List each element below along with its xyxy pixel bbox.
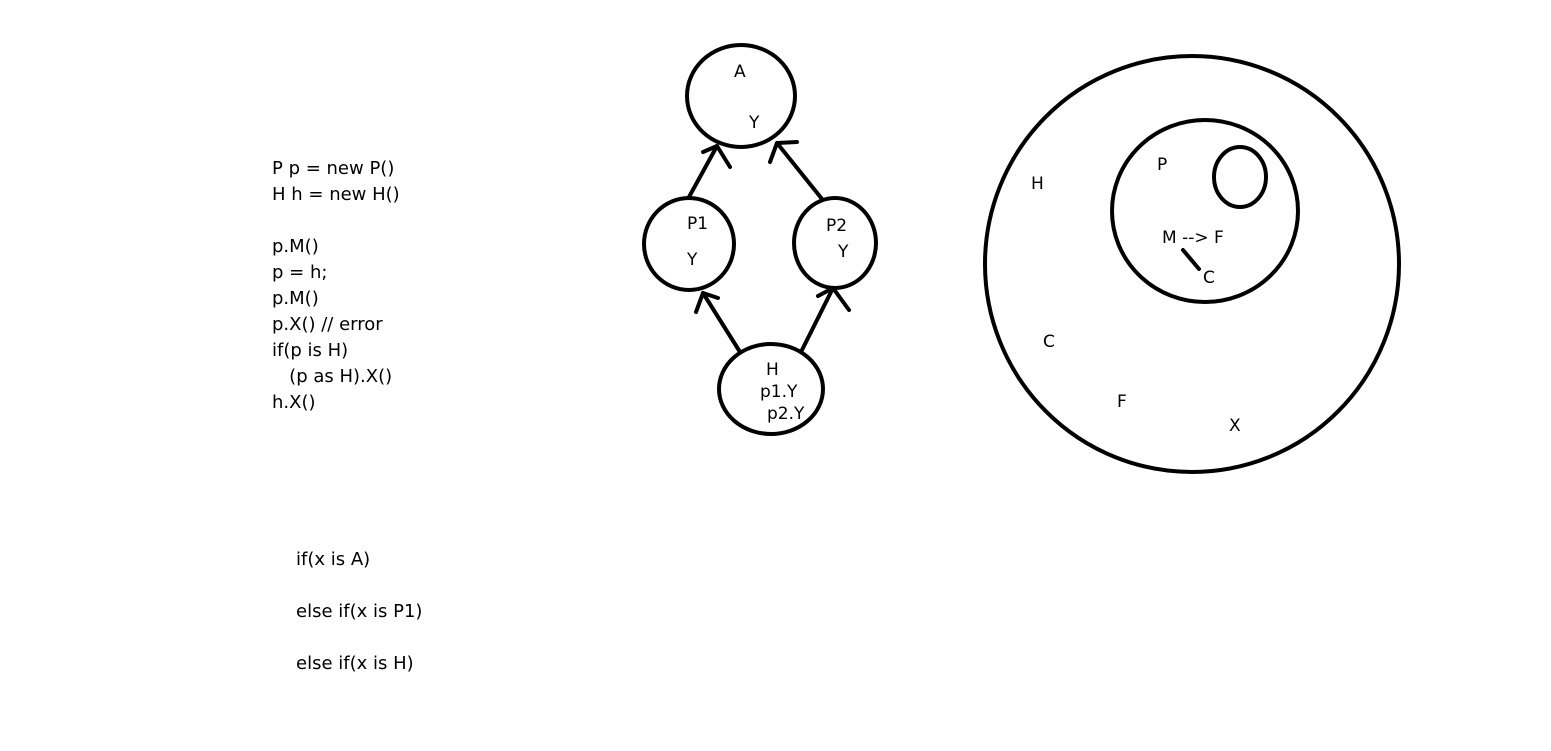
outer-label-h: H [1031,174,1044,194]
node-p2-member: Y [837,242,849,262]
arrow-p1-to-a [687,144,719,199]
code-line-1: P p = new P() [272,158,395,179]
code-line-10: h.X() [272,392,316,413]
inner-circle [1110,118,1300,304]
inner-label-c: C [1203,268,1215,288]
inner-label-p: P [1157,155,1167,175]
code-line-4: p.M() [272,236,319,257]
m-to-c-link [1181,248,1201,271]
inner-relation: M --> F [1162,228,1224,248]
node-a-circle [685,43,797,149]
code-snippet: P p = new P() H h = new H() p.M() p = h;… [272,156,400,416]
node-p1-member: Y [686,250,698,270]
code-line-7: p.X() // error [272,314,383,335]
node-p1-name: P1 [687,214,708,234]
code-line-5: p = h; [272,262,328,283]
arrowhead-p2-to-a [768,140,799,164]
node-a-name: A [734,62,746,82]
node-p2-circle [792,196,878,290]
node-h-name: H [766,360,779,380]
arrow-h-to-p2 [799,286,835,354]
outer-circle [983,54,1401,474]
outer-label-c: C [1043,332,1055,352]
code-line-8: if(p is H) [272,340,349,361]
outer-label-x: X [1229,416,1241,436]
node-h-circle [717,342,825,436]
arrowhead-h-to-p2 [816,286,851,312]
branch-line-1: if(x is A) [296,549,371,570]
arrow-h-to-p1 [701,291,742,354]
small-circle [1212,145,1268,209]
node-a-member: Y [748,113,760,133]
arrowhead-h-to-p1 [694,291,720,314]
code-line-9: (p as H).X() [272,366,393,387]
node-h-member-2: p2.Y [767,404,805,424]
code-line-6: p.M() [272,288,319,309]
code-line-2: H h = new H() [272,184,400,205]
branch-snippet: if(x is A) else if(x is P1) else if(x is… [296,547,422,703]
outer-label-f: F [1117,392,1127,412]
arrow-p2-to-a [775,141,824,201]
arrowhead-p1-to-a [701,144,732,169]
node-p1-circle [642,196,736,292]
branch-line-3: else if(x is H) [296,653,414,674]
branch-line-2: else if(x is P1) [296,601,423,622]
node-h-member-1: p1.Y [760,382,798,402]
node-p2-name: P2 [826,216,847,236]
